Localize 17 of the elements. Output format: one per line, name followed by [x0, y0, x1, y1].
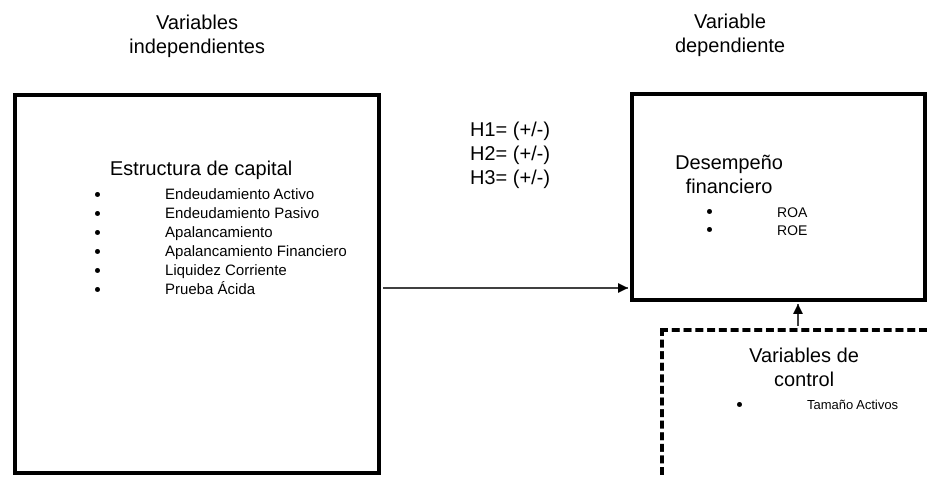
bullet-item: Tamaño Activos — [779, 396, 929, 413]
bullet-item: ROE — [749, 221, 869, 239]
arrow — [793, 304, 803, 326]
column-heading: Variable dependiente — [674, 10, 786, 58]
bullet-item: Liquidez Corriente — [137, 261, 367, 280]
box-title: Estructura de capital — [108, 157, 294, 181]
bullet-item: Apalancamiento Financiero — [137, 242, 367, 261]
arrow — [383, 283, 628, 293]
bullet-item: Endeudamiento Pasivo — [137, 204, 367, 223]
bullet-item: ROA — [749, 203, 869, 221]
bullet-item: Endeudamiento Activo — [137, 185, 367, 204]
dashed-box — [660, 328, 927, 475]
bullet-item: Apalancamiento — [137, 223, 367, 242]
box-title: Desempeño financiero — [674, 151, 784, 199]
bullet-item: Prueba Ácida — [137, 280, 367, 299]
column-heading: Variables independientes — [128, 11, 266, 59]
box-title: Variables de control — [748, 344, 860, 392]
